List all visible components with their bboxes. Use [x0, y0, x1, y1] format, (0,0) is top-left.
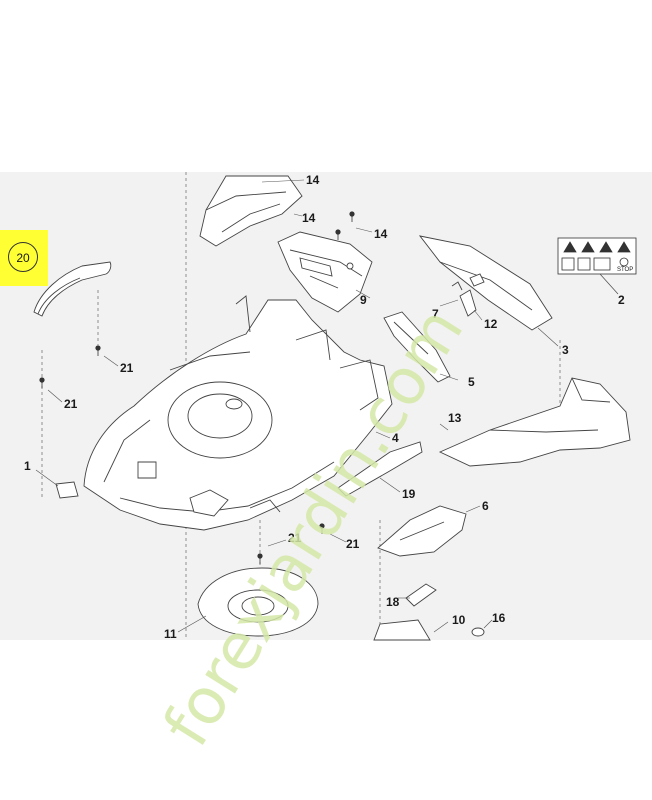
callout-21a: 21: [120, 361, 134, 375]
callout-11: 11: [164, 627, 177, 641]
part-2-warning-label: [557, 237, 637, 295]
screws: [39, 211, 355, 564]
callout-7: 7: [432, 307, 439, 321]
mower-deck: [83, 295, 393, 531]
callout-highlighted: 20: [16, 251, 30, 265]
callout-2: 2: [618, 293, 625, 307]
part-6-cover: [377, 505, 467, 557]
callout-3: 3: [562, 343, 569, 357]
callout-14b: 14: [302, 211, 316, 225]
callout-14a: 14: [306, 173, 320, 187]
callout-5: 5: [468, 375, 475, 389]
part-9-console: [277, 231, 373, 313]
part-18-bracket: [405, 583, 437, 607]
callout-21d: 21: [346, 537, 360, 551]
callout-16: 16: [492, 611, 506, 625]
callout-21c: 21: [288, 531, 302, 545]
part-1-label: [55, 481, 79, 499]
part-11-blade-cup: [197, 567, 319, 637]
part-5-side-shield: [383, 311, 451, 383]
callout-4: 4: [392, 431, 399, 445]
part-10-bracket: [373, 619, 431, 641]
callout-14c: 14: [374, 227, 388, 241]
callout-21b: 21: [64, 397, 78, 411]
callout-18: 18: [386, 595, 400, 609]
part-16-screw: [471, 627, 485, 637]
warning-label-stop-text: STOP: [617, 267, 634, 273]
callout-6: 6: [482, 499, 489, 513]
callout-12: 12: [484, 317, 498, 331]
part-14-cover: [199, 175, 303, 247]
part-7-spring: [451, 273, 485, 317]
part-20-trim: [33, 261, 112, 317]
part-13-rear-guard: [438, 377, 631, 467]
callout-13: 13: [448, 411, 462, 425]
part-3-flap: [418, 235, 553, 331]
part-19-strip: [337, 441, 423, 497]
callout-10: 10: [452, 613, 466, 627]
callout-19: 19: [402, 487, 416, 501]
callout-1: 1: [24, 459, 31, 473]
callout-circle: [8, 242, 38, 272]
callout-9: 9: [360, 293, 367, 307]
